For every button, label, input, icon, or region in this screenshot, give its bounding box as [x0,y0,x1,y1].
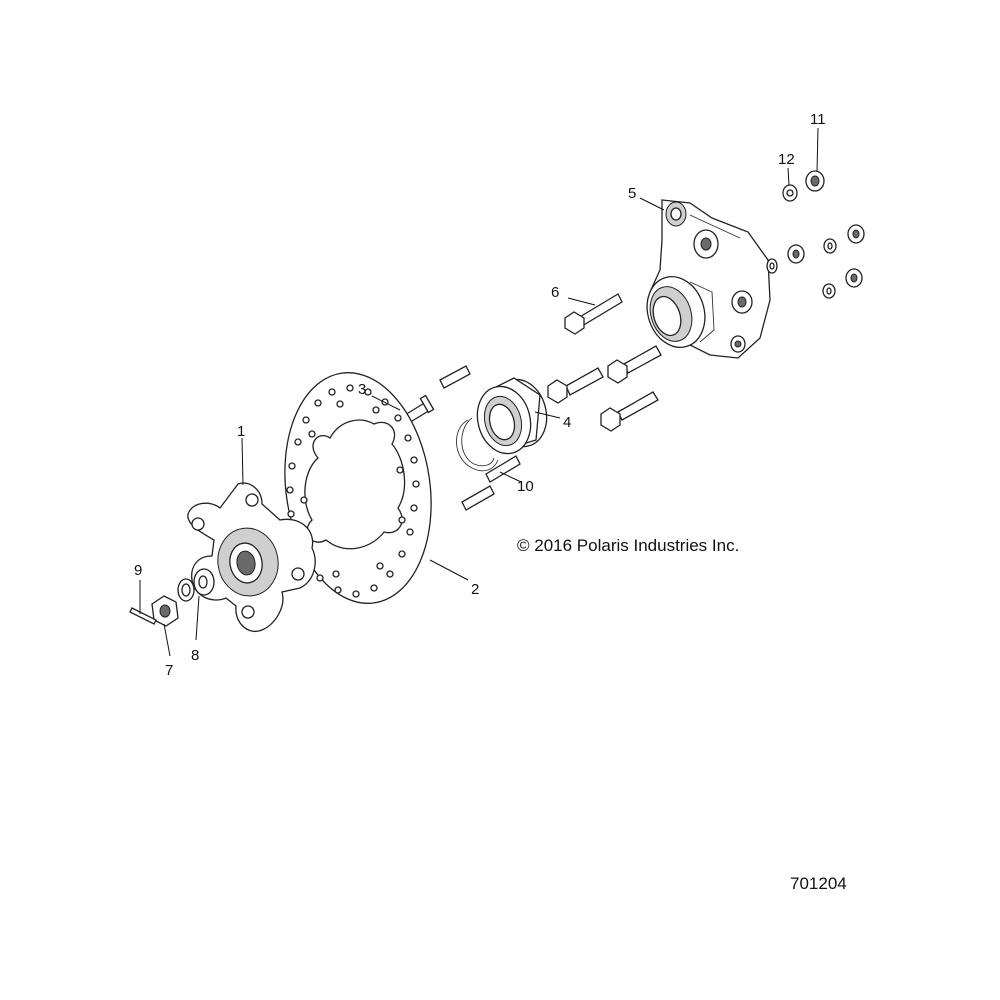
studs-group [439,365,521,511]
small-fasteners-group [766,224,865,299]
callout-9: 9 [134,562,142,579]
plug-part [805,170,825,192]
callout-7: 7 [165,662,173,679]
bolts-group [547,345,662,432]
callout-1: 1 [237,423,245,440]
callout-12: 12 [778,151,795,168]
callout-11: 11 [810,111,826,128]
callout-4: 4 [563,414,571,431]
bearing-housing-part [646,199,771,359]
callout-5: 5 [628,185,636,202]
castle-nut-part [151,595,179,627]
callout-2: 2 [471,581,479,598]
callout-labels: 11 12 5 6 3 4 10 1 2 9 7 8 [134,111,826,679]
callout-6: 6 [551,284,559,301]
callout-8: 8 [191,647,199,664]
bolt-part [564,293,623,335]
callout-3: 3 [358,381,366,398]
washer-part [782,184,798,202]
cotter-pin-part [129,607,157,625]
hub-washer-part [177,568,215,602]
copyright-notice: © 2016 Polaris Industries Inc. [517,536,739,555]
snap-ring-part [456,417,499,472]
leader-lines [139,127,819,657]
callout-10: 10 [517,478,534,495]
bearing-part [476,377,548,455]
wheel-hub-part [187,482,316,632]
figure-number: 701204 [790,874,847,893]
